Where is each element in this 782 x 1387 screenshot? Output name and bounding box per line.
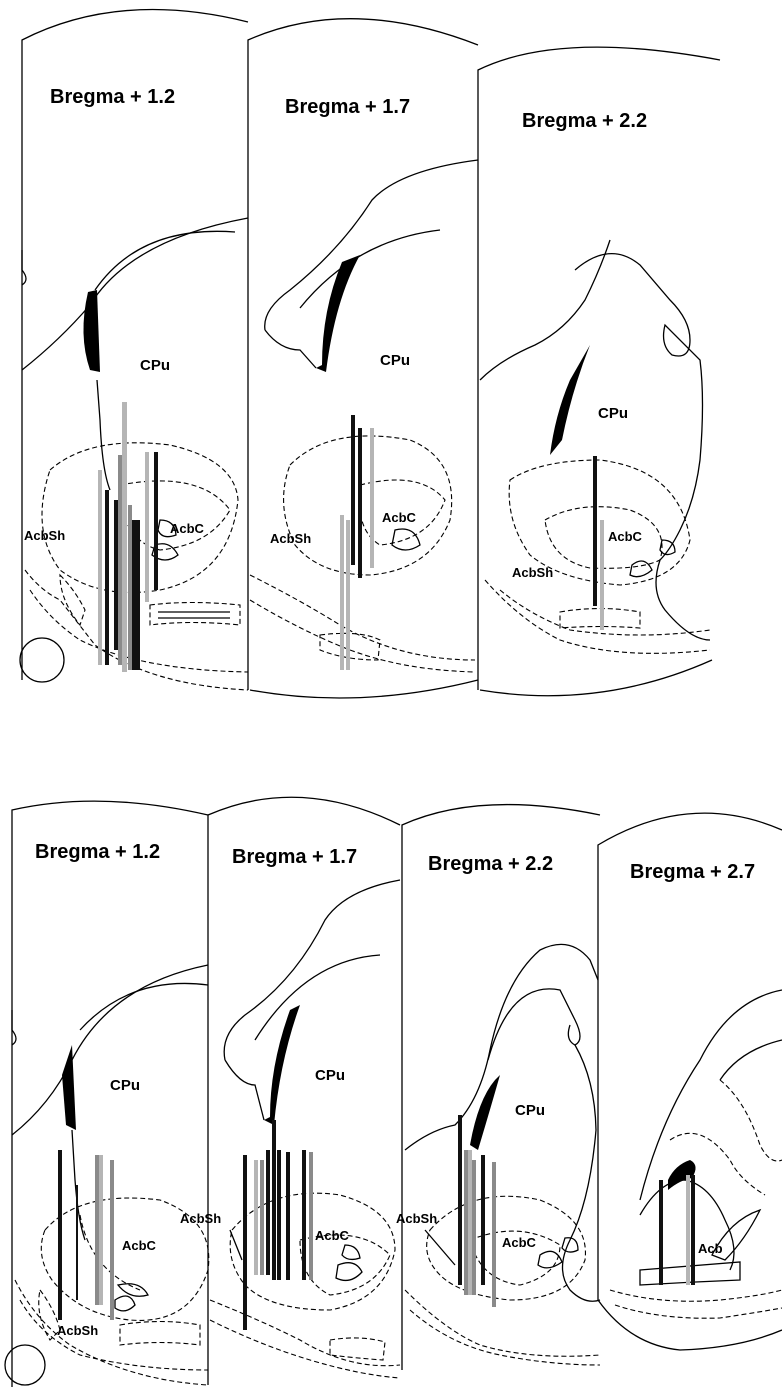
region-label: AcbSh	[396, 1211, 437, 1226]
region-label: AcbSh	[512, 565, 553, 580]
region-label: CPu	[598, 405, 628, 422]
region-label: CPu	[380, 352, 410, 369]
region-label: AcbSh	[57, 1323, 98, 1338]
section-bottom-bregma-1-7: Bregma + 1.7 CPu AcbSh AcbC	[180, 797, 400, 1385]
section-title: Bregma + 1.2	[35, 841, 160, 863]
section-top-bregma-1-7: Bregma + 1.7 CPu AcbSh AcbC	[248, 19, 478, 698]
region-label: AcbSh	[24, 528, 65, 543]
section-top-bregma-2-2: Bregma + 2.2 CPu AcbC AcbSh	[478, 47, 720, 696]
region-label: Acb	[698, 1241, 723, 1256]
region-label: AcbC	[382, 510, 417, 525]
section-title: Bregma + 2.2	[522, 110, 647, 132]
section-top-bregma-1-2: Bregma + 1.2 CPu AcbSh AcbC	[20, 10, 248, 690]
region-label: AcbC	[315, 1228, 350, 1243]
section-title: Bregma + 2.7	[630, 861, 755, 883]
region-label: AcbC	[122, 1238, 157, 1253]
region-label: AcbC	[608, 529, 643, 544]
section-title: Bregma + 1.7	[232, 846, 357, 868]
region-label: AcbSh	[180, 1211, 221, 1226]
region-label: AcbSh	[270, 531, 311, 546]
region-label: CPu	[315, 1067, 345, 1084]
region-label: CPu	[110, 1077, 140, 1094]
section-title: Bregma + 1.2	[50, 86, 175, 108]
section-bottom-bregma-2-2: Bregma + 2.2 CPu AcbSh AcbC	[396, 805, 600, 1370]
section-bottom-bregma-2-7: Bregma + 2.7 Acb	[598, 813, 782, 1350]
section-title: Bregma + 2.2	[428, 853, 553, 875]
region-label: AcbC	[502, 1235, 537, 1250]
section-title: Bregma + 1.7	[285, 96, 410, 118]
region-label: AcbC	[170, 521, 205, 536]
section-bottom-bregma-1-2: Bregma + 1.2 CPu AcbC AcbSh	[5, 801, 209, 1387]
region-label: CPu	[140, 357, 170, 374]
region-label: CPu	[515, 1102, 545, 1119]
